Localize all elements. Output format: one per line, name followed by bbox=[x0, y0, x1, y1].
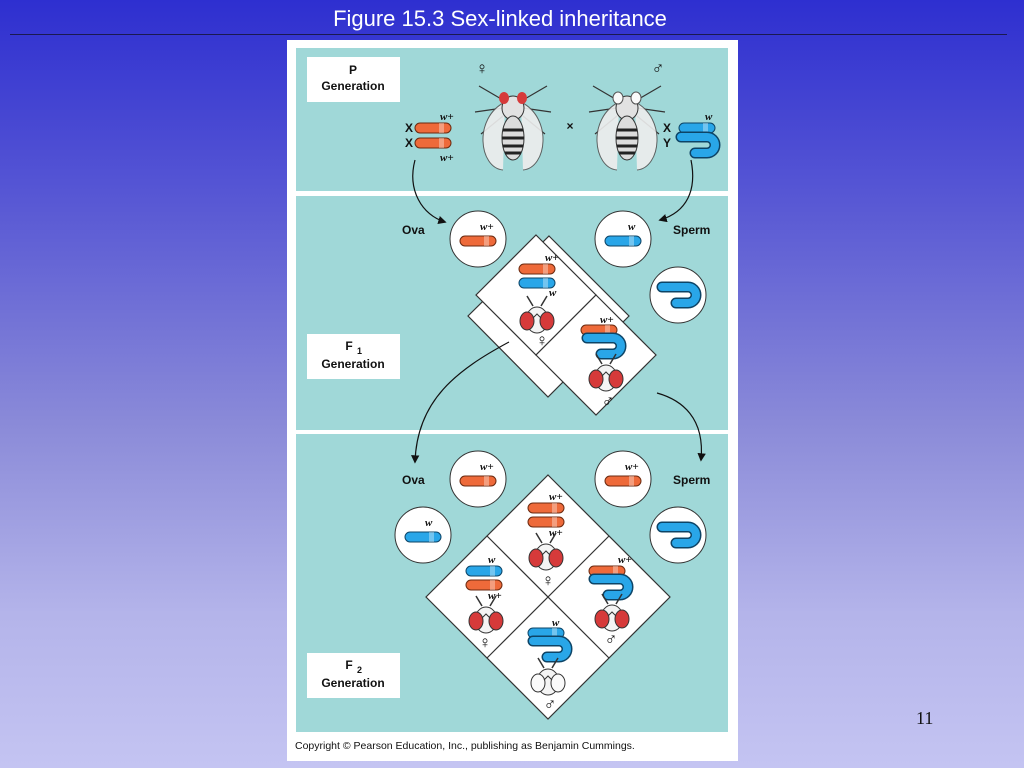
svg-text:F: F bbox=[345, 339, 352, 353]
svg-text:w+: w+ bbox=[600, 314, 614, 326]
f1-cell-male: w+ ♂ bbox=[580, 314, 623, 411]
svg-text:2: 2 bbox=[357, 665, 362, 675]
male-chromosomes: X Y w bbox=[663, 111, 715, 153]
svg-text:w: w bbox=[628, 221, 636, 233]
svg-text:Generation: Generation bbox=[321, 676, 384, 690]
svg-text:w+: w+ bbox=[440, 111, 454, 123]
svg-text:♀: ♀ bbox=[542, 571, 555, 590]
svg-text:w+: w+ bbox=[440, 152, 454, 164]
slide-title: Figure 15.3 Sex-linked inheritance bbox=[333, 6, 667, 31]
arrow-to-sperm bbox=[658, 159, 694, 223]
arrow-f1-to-f2-sperm bbox=[656, 392, 706, 462]
female-symbol: ♀ bbox=[476, 59, 489, 78]
svg-text:♀: ♀ bbox=[479, 633, 492, 652]
svg-text:w+: w+ bbox=[480, 221, 494, 233]
p-generation-label: P Generation bbox=[307, 57, 400, 102]
svg-text:w+: w+ bbox=[618, 554, 632, 566]
svg-text:X: X bbox=[405, 136, 413, 150]
svg-text:w+: w+ bbox=[549, 491, 563, 503]
sex-linked-inheritance-figure: P Generation F 1 Generation F 2 Generati… bbox=[287, 40, 738, 761]
male-symbol: ♂ bbox=[652, 59, 665, 78]
svg-text:♂: ♂ bbox=[605, 630, 618, 649]
svg-text:w: w bbox=[425, 517, 433, 529]
svg-text:♂: ♂ bbox=[602, 392, 615, 411]
f2-cell-bottom: w ♂ bbox=[527, 617, 567, 714]
f2-sperm-x-gamete: w+ bbox=[594, 450, 652, 508]
female-fly-eyes bbox=[499, 92, 527, 104]
svg-text:♂: ♂ bbox=[544, 695, 557, 714]
f2-sperm-y-gamete bbox=[649, 506, 707, 564]
arrow-to-ova bbox=[412, 159, 447, 225]
svg-text:w+: w+ bbox=[488, 590, 502, 602]
svg-text:w+: w+ bbox=[625, 461, 639, 473]
svg-text:Generation: Generation bbox=[321, 357, 384, 371]
arrow-f1-to-f2-ova bbox=[411, 341, 510, 464]
copyright-notice: Copyright © Pearson Education, Inc., pub… bbox=[295, 740, 635, 752]
f2-punnett-square bbox=[425, 474, 671, 720]
cross-symbol: × bbox=[566, 119, 573, 133]
svg-text:w+: w+ bbox=[545, 252, 559, 264]
svg-text:w: w bbox=[488, 554, 496, 566]
svg-text:w: w bbox=[705, 111, 713, 123]
f1-sperm-y-gamete bbox=[649, 266, 707, 324]
figure-diagram: P Generation F 1 Generation F 2 Generati… bbox=[296, 48, 728, 732]
f2-ova-label: Ova bbox=[402, 473, 425, 487]
title-divider bbox=[10, 34, 1007, 35]
slide-number: 11 bbox=[916, 708, 934, 728]
svg-text:w: w bbox=[549, 287, 557, 299]
f2-sperm-label: Sperm bbox=[673, 473, 710, 487]
svg-text:Generation: Generation bbox=[321, 79, 384, 93]
svg-text:w+: w+ bbox=[480, 461, 494, 473]
f2-cell-left: w w+ ♀ bbox=[465, 554, 504, 652]
female-chromosomes: X X w+ w+ bbox=[405, 111, 454, 164]
f1-ova-label: Ova bbox=[402, 223, 425, 237]
f1-sperm-label: Sperm bbox=[673, 223, 710, 237]
svg-text:w: w bbox=[552, 617, 560, 629]
f1-sperm-x-gamete: w bbox=[594, 210, 652, 268]
f2-cell-top: w+ w+ ♀ bbox=[527, 491, 565, 590]
f1-cell-female: w+ w ♀ bbox=[518, 252, 559, 350]
f2-cell-right: w+ ♂ bbox=[588, 554, 632, 649]
svg-text:♀: ♀ bbox=[536, 331, 549, 350]
f2-ova-wild-gamete: w+ bbox=[449, 450, 507, 508]
f1-generation-label: F 1 Generation bbox=[307, 334, 400, 379]
svg-text:X: X bbox=[663, 121, 671, 135]
svg-text:P: P bbox=[349, 63, 357, 77]
male-fly-eyes bbox=[612, 91, 642, 105]
svg-text:X: X bbox=[405, 121, 413, 135]
svg-text:Y: Y bbox=[663, 136, 671, 150]
f2-generation-label: F 2 Generation bbox=[307, 653, 400, 698]
f2-ova-white-gamete: w bbox=[394, 506, 452, 564]
svg-text:F: F bbox=[345, 658, 352, 672]
svg-text:1: 1 bbox=[357, 346, 362, 356]
f1-ova-gamete: w+ bbox=[449, 210, 507, 268]
